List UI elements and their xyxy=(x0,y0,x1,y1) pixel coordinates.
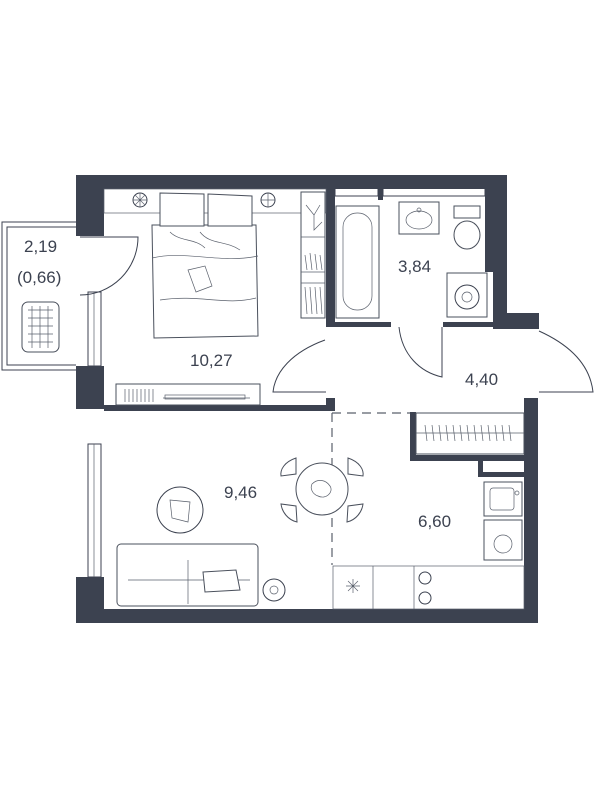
wardrobe-icon xyxy=(415,412,525,455)
appliance-icon xyxy=(483,519,523,561)
kitchen-area: 6,60 xyxy=(418,512,451,531)
lamp-icon xyxy=(260,192,276,208)
balcony xyxy=(1,221,139,371)
bedroom-area: 10,27 xyxy=(190,351,233,370)
windows xyxy=(87,187,486,578)
floor-lamp-icon xyxy=(262,578,286,602)
dining-table-icon xyxy=(295,462,349,516)
sofa-icon xyxy=(116,543,259,607)
kitchen-sink-icon xyxy=(483,481,523,517)
hallway: 4,40 xyxy=(272,330,594,455)
toilet-icon xyxy=(453,205,481,250)
bed-icon xyxy=(151,192,259,339)
sink-icon xyxy=(398,201,440,235)
living-room-area: 9,46 xyxy=(224,483,257,502)
chair-icon xyxy=(280,457,364,523)
shelving-unit-icon xyxy=(300,191,326,319)
plant-icon xyxy=(132,192,148,208)
washing-machine-icon xyxy=(446,272,488,318)
bedroom: 10,27 xyxy=(103,188,327,406)
hallway-area: 4,40 xyxy=(465,370,498,389)
bathroom: 3,84 xyxy=(335,201,488,378)
stove-icon xyxy=(418,571,432,605)
bathroom-area: 3,84 xyxy=(398,257,431,276)
exterior-walls xyxy=(76,175,539,623)
round-rug-icon xyxy=(156,486,204,534)
laundry-basket-icon xyxy=(21,301,60,353)
balcony-area-reduced: (0,66) xyxy=(17,268,61,287)
bathtub-icon xyxy=(335,205,380,319)
balcony-area: 2,19 xyxy=(24,237,57,256)
kitchen: 6,60 xyxy=(332,481,525,610)
living-room: 9,46 xyxy=(116,413,364,607)
tv-stand-icon xyxy=(115,383,261,406)
fan-icon xyxy=(346,579,360,593)
interior-walls xyxy=(104,185,526,477)
